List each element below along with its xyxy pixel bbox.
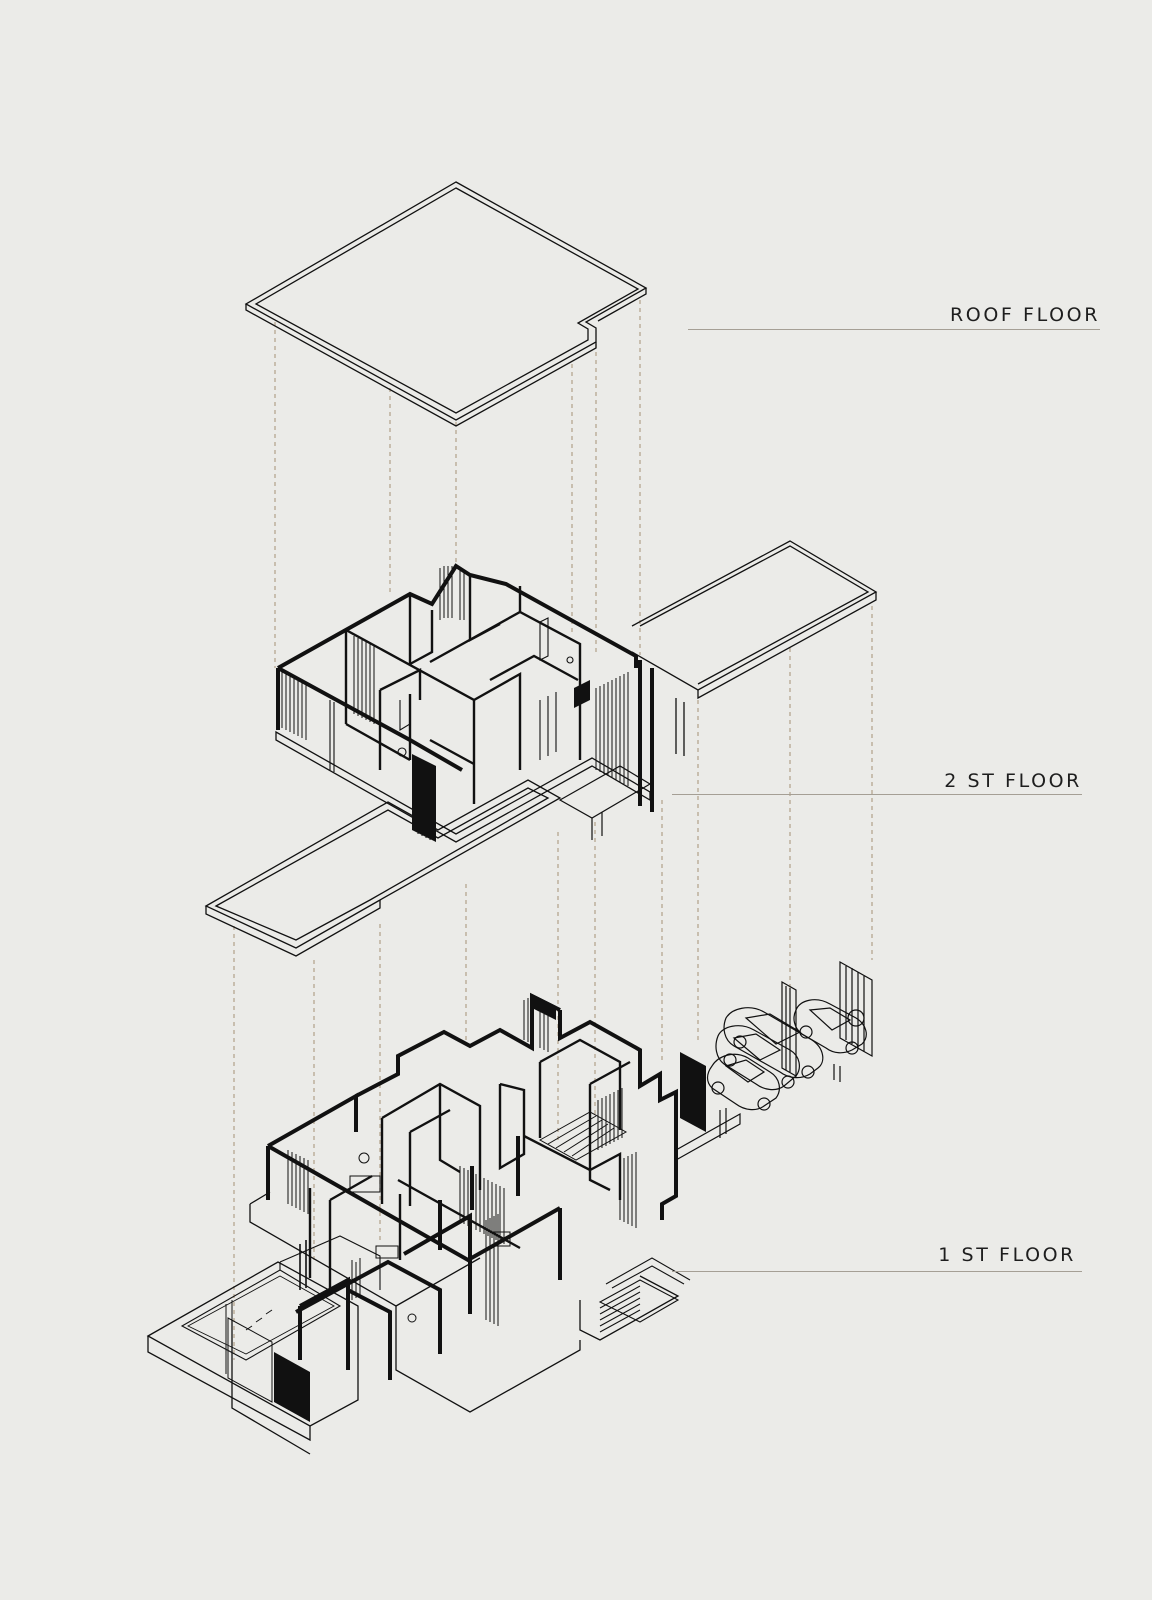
roof-slab <box>244 181 648 427</box>
first-floor-furniture <box>225 1152 511 1403</box>
first-floor-entry-stairs <box>598 1257 691 1333</box>
first-floor-leader-line <box>672 1271 1082 1272</box>
first-floor-pool <box>146 1235 381 1455</box>
roof-floor-label: ROOF FLOOR <box>949 304 1100 326</box>
car-1 <box>706 1053 780 1111</box>
garage-cars <box>706 960 873 1138</box>
second-floor-leader-line <box>672 794 1082 795</box>
first-floor-label: 1 ST FLOOR <box>938 1244 1076 1266</box>
first-floor-plan <box>225 992 741 1422</box>
second-floor-canopy <box>631 540 878 756</box>
second-floor-terrace-slab <box>204 779 562 957</box>
projection-lines <box>233 300 873 1360</box>
roof-floor-leader-line <box>688 329 1100 330</box>
first-floor-stair <box>538 1111 628 1161</box>
car-2 <box>715 1025 800 1091</box>
second-floor-label: 2 ST FLOOR <box>944 770 1082 792</box>
car-4 <box>793 999 867 1055</box>
first-floor-slats <box>287 998 637 1326</box>
second-floor-plan <box>275 563 654 843</box>
